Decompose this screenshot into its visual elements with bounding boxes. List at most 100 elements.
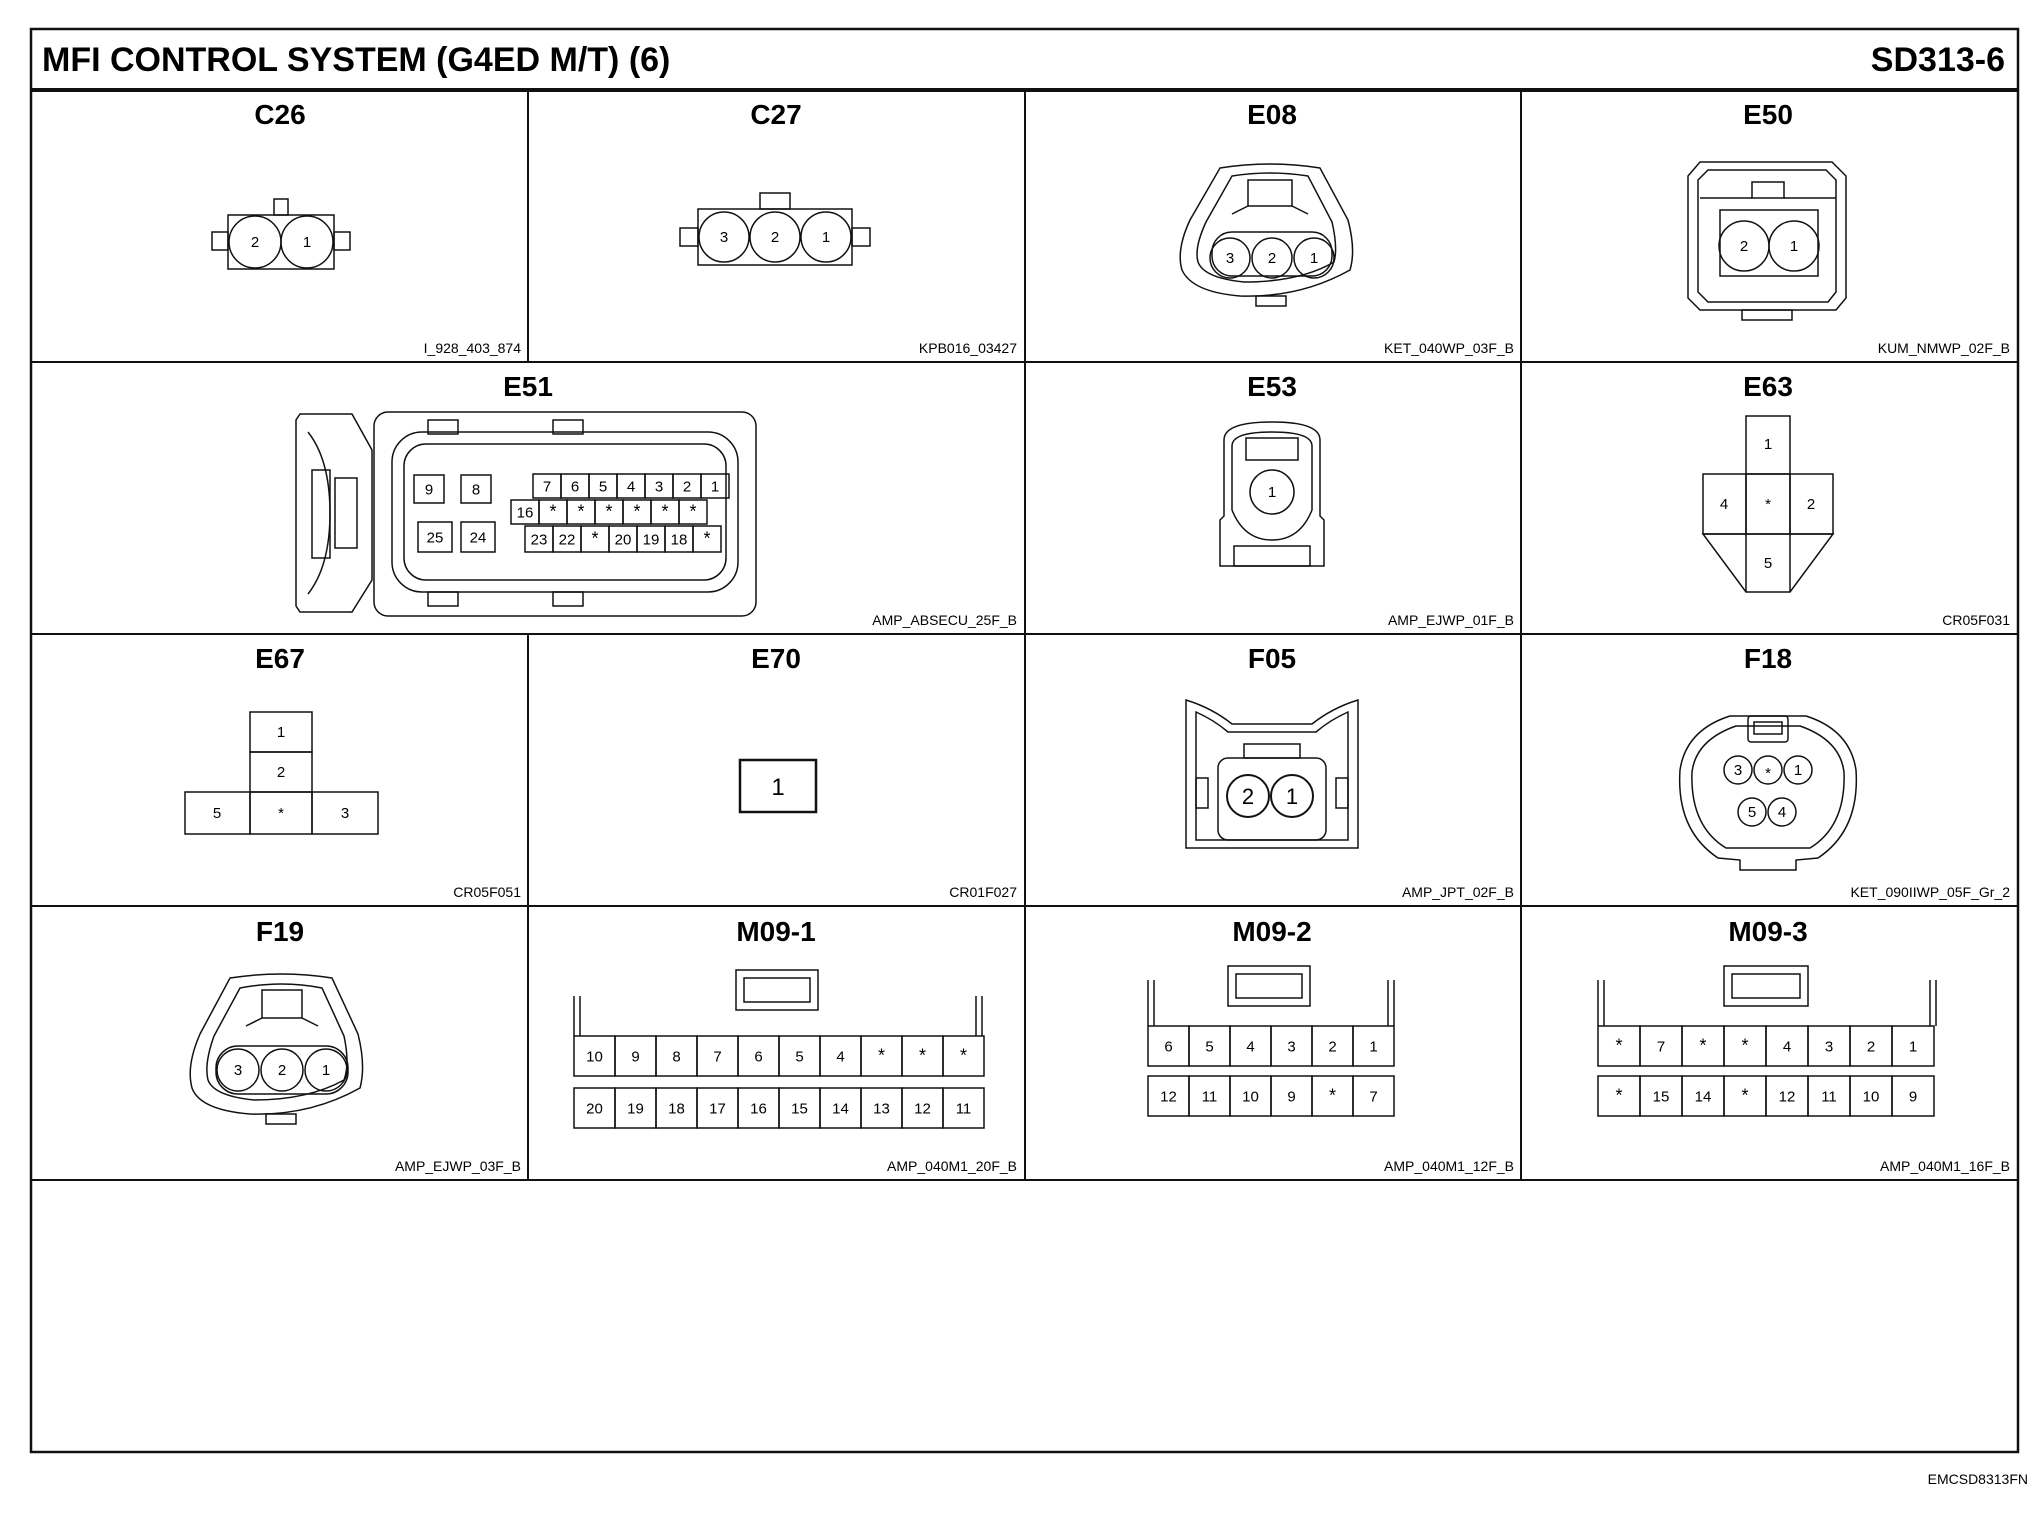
pin-label: 18 [668, 1100, 685, 1117]
pin-label: 1 [1764, 436, 1772, 453]
pin-label: * [1329, 1085, 1336, 1105]
pin-label: 3 [655, 478, 663, 495]
pin-label: 5 [795, 1048, 803, 1065]
pin-label: * [1615, 1035, 1622, 1055]
pin-label: 4 [1778, 804, 1786, 821]
connector-title: F05 [1248, 643, 1296, 674]
pin-label: 15 [791, 1100, 808, 1117]
pin-label: 19 [643, 531, 660, 548]
pin-cell [700, 473, 730, 499]
pin-label: * [549, 501, 556, 521]
pin-label: 18 [671, 531, 688, 548]
pin-label: 19 [627, 1100, 644, 1117]
pin-label: * [703, 528, 710, 548]
connector-title: M09-2 [1232, 916, 1311, 947]
pin-cell [460, 521, 496, 553]
pin-label: 1 [1909, 1038, 1917, 1055]
pin-label: 2 [683, 478, 691, 495]
pin-label: 6 [1164, 1038, 1172, 1055]
pin-label: 2 [771, 229, 779, 246]
pin-label: 3 [1825, 1038, 1833, 1055]
pin-label: 2 [1807, 496, 1815, 513]
pin-label: 9 [425, 481, 433, 498]
pin-label: 11 [956, 1100, 972, 1117]
connector-e50: E50 2 1 KUM_NMWP_02F_B [1687, 99, 2010, 356]
pin-label: 3 [1734, 762, 1742, 779]
pin-label: 17 [709, 1100, 726, 1117]
pin-label: 2 [1328, 1038, 1336, 1055]
pin-label: 16 [750, 1100, 767, 1117]
pin-label: 2 [278, 1062, 286, 1079]
connector-title: E67 [255, 643, 305, 674]
pin-label: * [878, 1045, 885, 1065]
pin-label: 2 [1242, 784, 1254, 809]
pin-label: 4 [627, 478, 635, 495]
part-code: AMP_ABSECU_25F_B [872, 612, 1017, 628]
part-code: CR05F051 [453, 884, 521, 900]
pin-cell [1891, 1025, 1935, 1067]
part-code: I_928_403_874 [424, 340, 522, 356]
pin-label: 10 [1863, 1088, 1880, 1105]
connector-c26: C26 2 1 I_928_403_874 [211, 99, 522, 356]
pin-label: 3 [1226, 250, 1234, 267]
connector-title: C26 [254, 99, 305, 130]
part-code: KET_040WP_03F_B [1384, 340, 1514, 356]
connector-f05: F05 2 1 AMP_JPT_02F_B [1185, 643, 1514, 900]
part-code: CR05F031 [1942, 612, 2010, 628]
pin-label: 1 [1369, 1038, 1377, 1055]
connector-e53: E53 1 AMP_EJWP_01F_B [1219, 371, 1514, 628]
pin-label: 3 [1287, 1038, 1295, 1055]
connector-title: C27 [750, 99, 801, 130]
pin-cell [460, 474, 492, 504]
pin-label: 7 [1657, 1038, 1665, 1055]
pin-label: 5 [1748, 804, 1756, 821]
pin-cell [1352, 1025, 1395, 1067]
pin-label: 1 [771, 774, 784, 801]
pin-label: 25 [427, 529, 444, 546]
pin-label: 6 [571, 478, 579, 495]
connector-title: M09-1 [736, 916, 815, 947]
part-code: CR01F027 [949, 884, 1017, 900]
pin-label: 1 [1790, 238, 1798, 255]
connector-title: E63 [1743, 371, 1793, 402]
part-code: AMP_040M1_12F_B [1384, 1158, 1514, 1174]
pin-label: 3 [341, 805, 349, 822]
pin-label: * [689, 501, 696, 521]
pin-label: 10 [1242, 1088, 1259, 1105]
pin-label: 5 [213, 805, 221, 822]
pin-cell [942, 1087, 985, 1129]
pin-label: 3 [234, 1062, 242, 1079]
pin-label: 1 [1310, 250, 1318, 267]
pin-label: 12 [1160, 1088, 1177, 1105]
pin-label: * [919, 1045, 926, 1065]
pin-label: * [633, 501, 640, 521]
pin-label: 4 [836, 1048, 844, 1065]
connector-c27: C27 3 2 1 KPB016_03427 [679, 99, 1017, 356]
pin-label: 1 [1268, 484, 1276, 501]
connector-title: M09-3 [1728, 916, 1807, 947]
pin-label: * [960, 1045, 967, 1065]
pin-label: 4 [1783, 1038, 1791, 1055]
pin-label: 2 [1268, 250, 1276, 267]
pin-label: 5 [1764, 555, 1772, 572]
pin-label: * [605, 501, 612, 521]
pin-label: 15 [1653, 1088, 1670, 1105]
pin-label: 1 [277, 724, 285, 741]
pin-label: 9 [1287, 1088, 1295, 1105]
connector-e08: E08 3 2 1 KET_040WP_03F_B [1179, 99, 1514, 356]
pin-label: 10 [586, 1048, 603, 1065]
part-code: AMP_EJWP_03F_B [395, 1158, 521, 1174]
pin-cell [692, 525, 722, 553]
connector-title: E08 [1247, 99, 1297, 130]
pin-label: 4 [1720, 496, 1728, 513]
pin-cell [942, 1035, 985, 1077]
pin-label: 3 [720, 229, 728, 246]
pin-label: * [1765, 765, 1771, 782]
pin-label: 23 [531, 531, 548, 548]
pin-cell [413, 474, 445, 504]
